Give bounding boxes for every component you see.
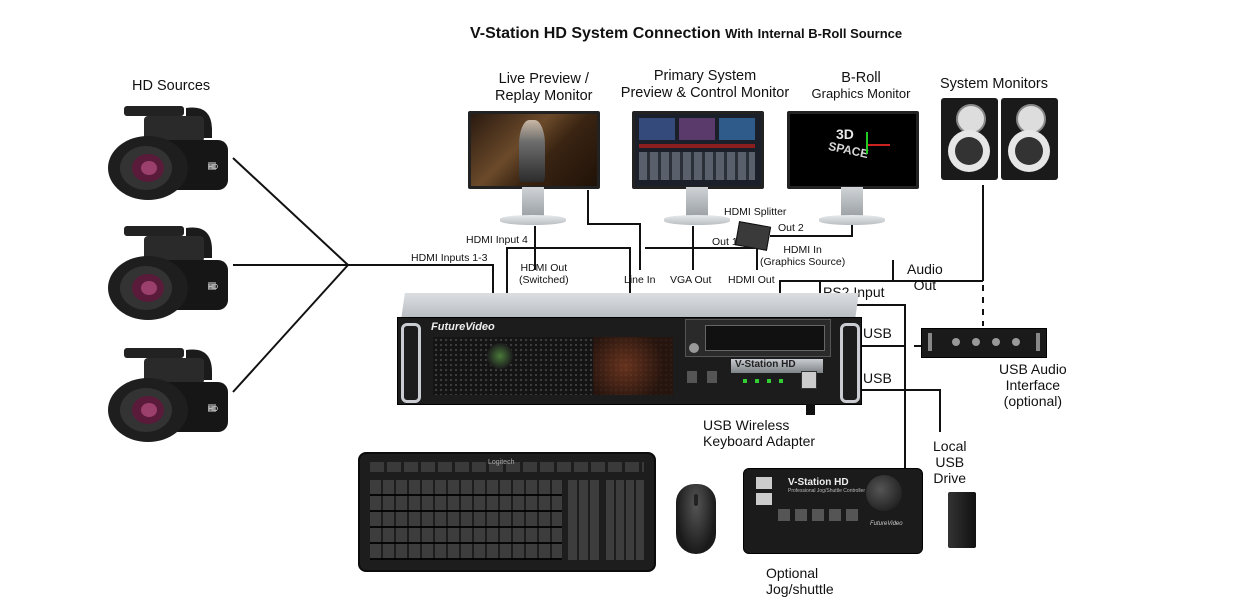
usb-label-1: USB bbox=[863, 325, 892, 341]
vga-out-label: VGA Out bbox=[670, 274, 712, 286]
camera-icon bbox=[108, 106, 228, 200]
camera-badge: HD bbox=[208, 406, 219, 413]
out-1-label: Out 1 bbox=[712, 236, 738, 248]
keyboard-brand: Logitech bbox=[488, 459, 515, 466]
jog-shuttle-label: Optional Jog/shuttle bbox=[766, 565, 834, 598]
wire-usb-2 bbox=[860, 389, 941, 432]
audio-out-label: Audio Out bbox=[907, 261, 943, 294]
wire-camera-1 bbox=[232, 157, 349, 266]
usb-audio-interface-label: USB Audio Interface (optional) bbox=[999, 361, 1067, 410]
wire-line-in bbox=[587, 190, 641, 270]
broll-graphics-monitor: 3D SPACE bbox=[787, 111, 919, 226]
hd-sources-label: HD Sources bbox=[132, 78, 211, 94]
primary-monitor-label: Primary System Preview & Control Monitor bbox=[620, 68, 790, 101]
hd-camera-2: HD bbox=[108, 222, 233, 324]
wire-hdmi-in bbox=[779, 260, 894, 295]
local-usb-drive-label: Local USB Drive bbox=[933, 438, 967, 487]
hd-camera-3: HD bbox=[108, 344, 233, 446]
wire-out-2 bbox=[770, 222, 853, 237]
diagram-title: V-Station HD System Connection With Inte… bbox=[470, 25, 903, 42]
hdmi-out-label: HDMI Out bbox=[728, 274, 775, 286]
usb-wireless-label: USB Wireless Keyboard Adapter bbox=[703, 417, 816, 450]
speaker-left bbox=[941, 98, 998, 180]
primary-control-monitor bbox=[632, 111, 764, 226]
camera-icon bbox=[108, 348, 228, 442]
line-in-label: Line In bbox=[624, 274, 656, 286]
hdmi-input-4-label: HDMI Input 4 bbox=[466, 234, 528, 246]
jog-brand-text: V-Station HD bbox=[788, 477, 849, 488]
hd-camera-1: HD bbox=[108, 102, 233, 204]
vstation-hd-rack-unit: FutureVideo V-Station HD bbox=[397, 293, 862, 405]
wire-hdmi-input-4 bbox=[506, 247, 631, 293]
broll-monitor-label: B-Roll Graphics Monitor bbox=[811, 70, 911, 101]
screen-3d-text: 3D bbox=[836, 126, 854, 142]
hdmi-inputs-1-3-label: HDMI Inputs 1-3 bbox=[411, 252, 488, 264]
wireless-mouse bbox=[676, 484, 716, 554]
usb-label-2: USB bbox=[863, 370, 892, 386]
system-monitors-label: System Monitors bbox=[940, 76, 1048, 92]
usb-wireless-dongle bbox=[806, 404, 815, 415]
out-2-label: Out 2 bbox=[778, 222, 804, 234]
wire-camera-3 bbox=[232, 264, 349, 393]
usb-audio-interface-device bbox=[921, 328, 1047, 358]
wire-hdmi-inputs-1-3 bbox=[348, 264, 494, 293]
local-usb-drive-device bbox=[948, 492, 976, 548]
jog-sub-text: Professional Jog/Shuttle Controller bbox=[788, 488, 865, 494]
camera-badge: HD bbox=[208, 164, 219, 171]
hdmi-splitter-label: HDMI Splitter bbox=[724, 206, 787, 218]
jog-shuttle-controller: V-Station HD Professional Jog/Shuttle Co… bbox=[743, 468, 923, 554]
live-preview-label: Live Preview / Replay Monitor bbox=[495, 71, 593, 104]
camera-icon bbox=[108, 226, 228, 320]
wireless-keyboard: Logitech bbox=[358, 452, 656, 572]
hdmi-out-switched-label: HDMI Out (Switched) bbox=[519, 262, 569, 287]
hdmi-in-label: HDMI In (Graphics Source) bbox=[760, 244, 846, 269]
vstation-faceplate-text: V-Station HD bbox=[735, 359, 796, 370]
speaker-right bbox=[1001, 98, 1058, 180]
live-preview-monitor bbox=[468, 111, 600, 226]
jog-logo-text: FutureVideo bbox=[870, 521, 903, 527]
futurevideo-brand: FutureVideo bbox=[431, 321, 495, 333]
screen-space-text: SPACE bbox=[827, 138, 870, 162]
camera-badge: HD bbox=[208, 284, 219, 291]
